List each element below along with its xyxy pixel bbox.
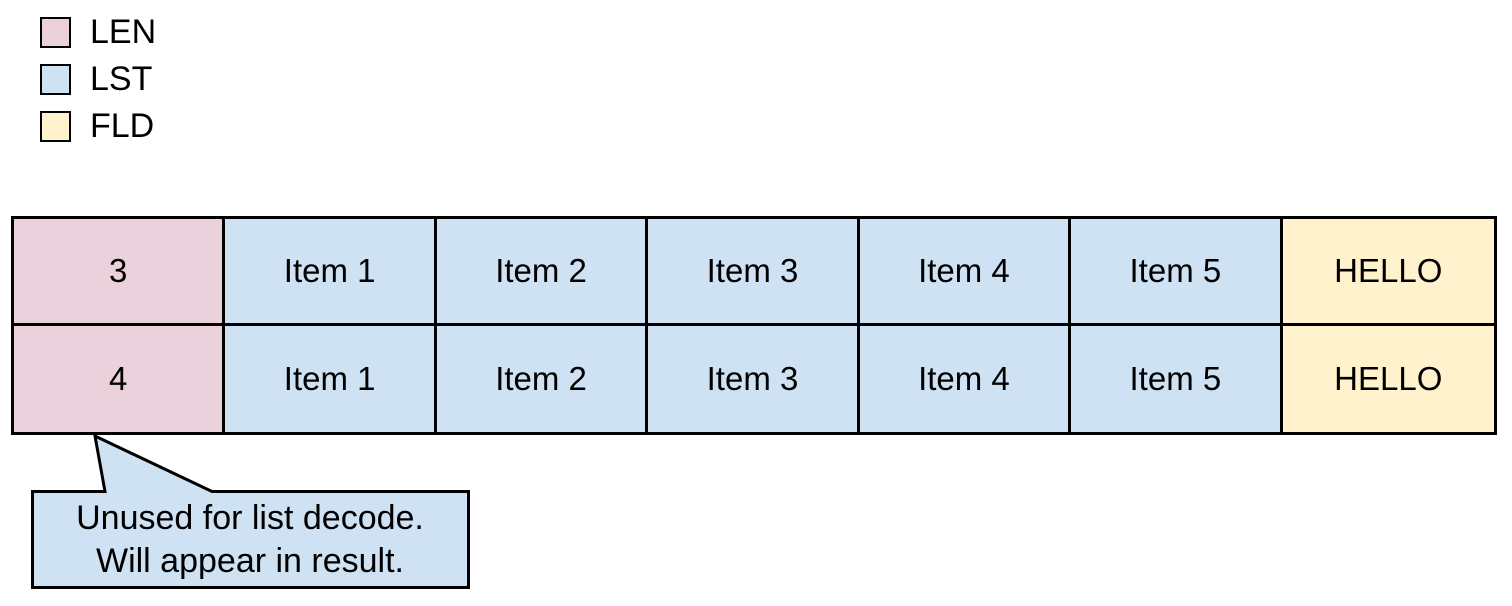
- callout-line-2: Will appear in result.: [95, 541, 404, 580]
- cell-r1-len: 4: [14, 325, 226, 432]
- legend-label-len: LEN: [90, 13, 157, 51]
- lst-color-swatch: [40, 64, 71, 95]
- cell-r1-item1: Item 1: [225, 325, 437, 432]
- legend-item-len: LEN: [40, 13, 157, 51]
- cell-r1-item2: Item 2: [436, 325, 649, 432]
- cell-r1-item5: Item 5: [1071, 325, 1283, 432]
- cell-r1-item4: Item 4: [859, 325, 1072, 432]
- fld-color-swatch: [40, 111, 71, 142]
- cell-r0-item4: Item 4: [859, 219, 1072, 326]
- legend-item-fld: FLD: [40, 107, 156, 145]
- cell-r0-item1: Item 1: [225, 219, 437, 326]
- legend-label-lst: LST: [90, 60, 153, 98]
- legend: LEN LST FLD: [40, 13, 157, 145]
- cell-r1-item3: Item 3: [648, 325, 860, 432]
- cell-r0-len: 3: [14, 219, 226, 326]
- legend-item-lst: LST: [40, 60, 156, 98]
- cell-r0-item5: Item 5: [1071, 219, 1283, 326]
- cell-r0-fld: HELLO: [1282, 219, 1494, 326]
- legend-label-fld: FLD: [90, 107, 155, 145]
- cell-r1-fld: HELLO: [1282, 325, 1494, 432]
- cell-r0-item3: Item 3: [648, 219, 860, 326]
- len-color-swatch: [40, 17, 71, 48]
- cell-r0-item2: Item 2: [436, 219, 649, 326]
- callout-note: Unused for list decode. Will appear in r…: [31, 491, 469, 588]
- byte-layout-table: 3 Item 1 Item 2 Item 3 Item 4 Item 5 HEL…: [11, 216, 1497, 435]
- callout-line-1: Unused for list decode.: [76, 498, 424, 537]
